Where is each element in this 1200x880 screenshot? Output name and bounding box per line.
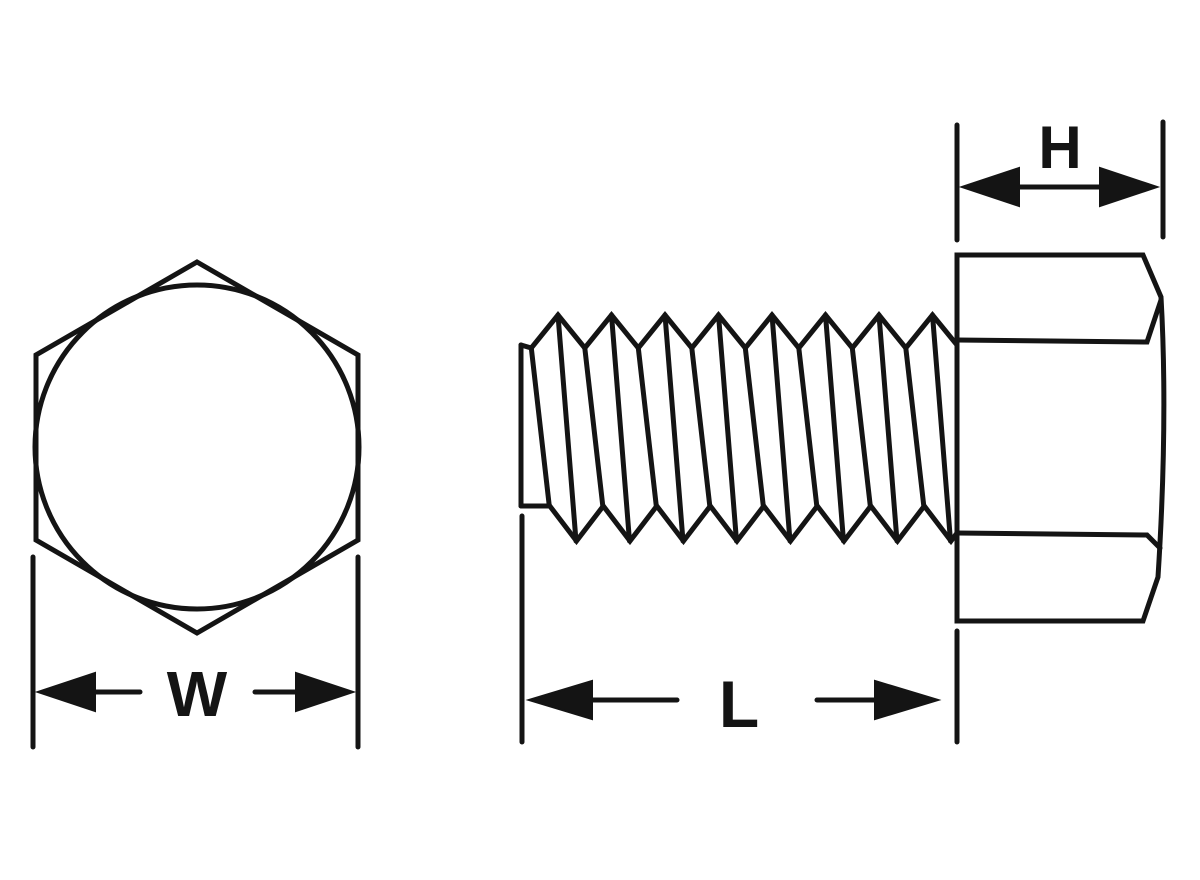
width-arrowhead-left xyxy=(34,671,96,713)
bolt-side-view xyxy=(518,252,1167,624)
length-arrowhead-right xyxy=(874,679,942,721)
thread-bottom-crests xyxy=(518,501,960,546)
thread-flank-lines xyxy=(528,312,953,544)
head-facet-line-upper xyxy=(954,297,1164,345)
length-label: L xyxy=(719,667,759,741)
head-height-label: H xyxy=(1038,114,1081,181)
hex-head-side-outline xyxy=(954,252,1167,624)
head-facet-line-lower xyxy=(954,530,1163,551)
length-dimension: L xyxy=(519,513,960,745)
length-arrowhead-left xyxy=(525,679,593,721)
head-height-arrowhead-right xyxy=(1099,166,1161,208)
hex-head-circle xyxy=(32,282,362,612)
width-label: W xyxy=(167,658,228,730)
width-arrowhead-right xyxy=(295,671,357,713)
diagram-root: W L H xyxy=(30,114,1167,750)
thread-top-crests xyxy=(518,311,960,352)
head-height-arrowhead-left xyxy=(958,166,1020,208)
width-dimension: W xyxy=(30,554,361,750)
head-height-dimension: H xyxy=(954,114,1166,243)
bolt-head-front-view xyxy=(32,259,362,636)
hex-head-outline xyxy=(33,259,361,636)
